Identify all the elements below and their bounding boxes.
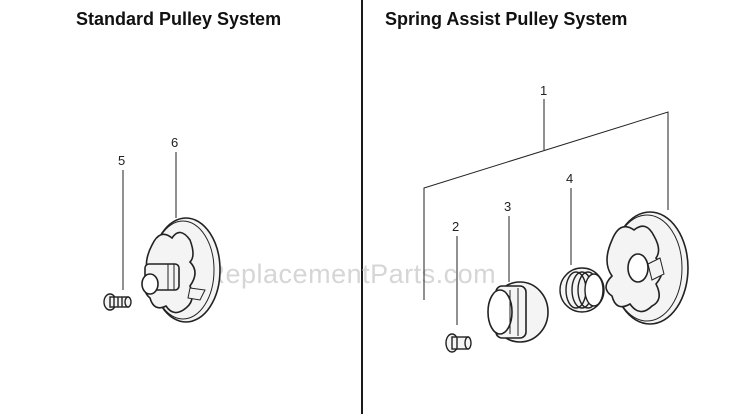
callout-3: 3 (504, 199, 511, 214)
panel-divider (361, 0, 363, 414)
screw-part-2 (445, 333, 472, 353)
spring-assist-pulley-title: Spring Assist Pulley System (385, 9, 628, 29)
callout-6: 6 (171, 135, 178, 150)
spring-part-4 (559, 267, 605, 313)
callout-5: 5 (118, 153, 125, 168)
watermark: eReplacementParts.com (190, 259, 496, 289)
standard-pulley-part-6 (141, 217, 221, 323)
bracket-leader-1 (423, 99, 669, 300)
spring-assist-pulley (605, 211, 689, 325)
callout-4: 4 (566, 171, 573, 186)
standard-pulley-title: Standard Pulley System (76, 9, 282, 29)
callout-1: 1 (540, 83, 547, 98)
screw-part-5 (103, 293, 132, 311)
hub-part-3 (487, 281, 549, 343)
callout-2: 2 (452, 219, 459, 234)
